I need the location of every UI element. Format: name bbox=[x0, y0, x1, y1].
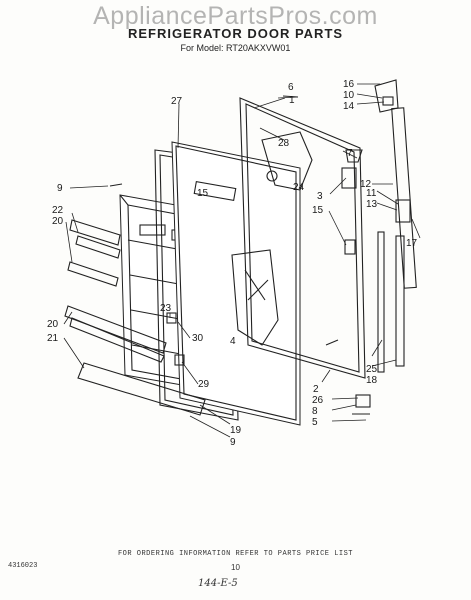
callout-19: 19 bbox=[230, 425, 242, 436]
callout-14: 14 bbox=[343, 101, 355, 112]
callout-25: 25 bbox=[366, 364, 378, 375]
callout-15-right: 15 bbox=[312, 205, 324, 216]
callout-8: 8 bbox=[312, 406, 318, 417]
callout-29: 29 bbox=[198, 379, 210, 390]
callout-24: 24 bbox=[293, 182, 305, 193]
callout-7: 7 bbox=[347, 148, 353, 159]
callout-4: 4 bbox=[230, 336, 236, 347]
callout-labels: 27 6 1 28 9 7 24 3 15 15 16 10 14 12 11 … bbox=[47, 79, 418, 448]
callout-21: 21 bbox=[47, 333, 59, 344]
model-subtitle: For Model: RT20AKXVW01 bbox=[180, 43, 291, 53]
callout-12: 12 bbox=[360, 179, 372, 190]
callout-3: 3 bbox=[317, 191, 323, 202]
callout-6: 6 bbox=[288, 82, 294, 93]
callout-17: 17 bbox=[406, 238, 418, 249]
diagram-title: REFRIGERATOR DOOR PARTS bbox=[127, 26, 344, 41]
callout-16: 16 bbox=[343, 79, 355, 90]
leader-lines bbox=[63, 83, 421, 438]
door-panel bbox=[171, 141, 301, 426]
callout-23: 23 bbox=[160, 303, 172, 314]
callout-13: 13 bbox=[366, 199, 378, 210]
callout-1: 1 bbox=[289, 95, 295, 106]
callout-2: 2 bbox=[313, 384, 319, 395]
callout-20-top: 20 bbox=[52, 216, 64, 227]
callout-26: 26 bbox=[312, 395, 324, 406]
shelf-bars bbox=[64, 95, 339, 416]
callout-18: 18 bbox=[366, 375, 378, 386]
callout-22: 22 bbox=[52, 205, 64, 216]
callout-20-bottom: 20 bbox=[47, 319, 59, 330]
callout-9-bottom: 9 bbox=[230, 437, 236, 448]
page-number: 10 bbox=[231, 563, 240, 572]
callout-15-door: 15 bbox=[197, 188, 209, 199]
callout-28: 28 bbox=[278, 138, 290, 149]
watermark: AppliancePartsPros.com bbox=[93, 2, 378, 30]
callout-5: 5 bbox=[312, 417, 318, 428]
ordering-info: FOR ORDERING INFORMATION REFER TO PARTS … bbox=[117, 550, 354, 558]
outer-door-shell bbox=[239, 97, 366, 379]
document-number: 4316023 bbox=[8, 562, 38, 570]
callout-30: 30 bbox=[192, 333, 204, 344]
handwritten-note: 144-E-5 bbox=[198, 578, 238, 589]
callout-11: 11 bbox=[366, 188, 377, 199]
callout-9-top: 9 bbox=[57, 183, 63, 194]
hinge-assembly bbox=[341, 79, 417, 415]
callout-10-top: 10 bbox=[343, 90, 355, 101]
callout-27: 27 bbox=[171, 96, 183, 107]
